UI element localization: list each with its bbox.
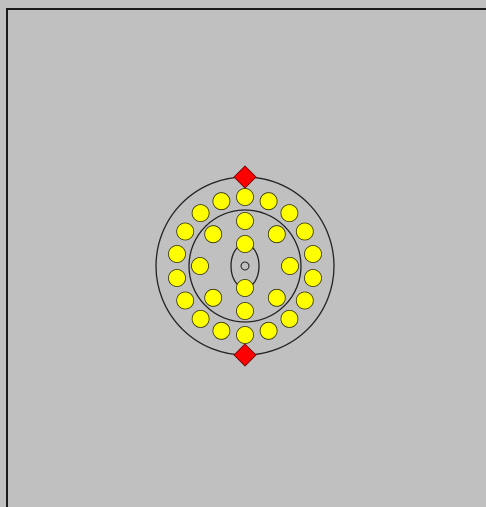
electron-shell-1-2 bbox=[237, 280, 254, 297]
electron-shell-3-11 bbox=[213, 322, 230, 339]
electron-shell-3-16 bbox=[177, 223, 194, 240]
electron-shell-3-17 bbox=[192, 205, 209, 222]
electron-shell-3-4 bbox=[296, 223, 313, 240]
electron-shell-3-5 bbox=[305, 246, 322, 263]
electron-shell-3-18 bbox=[213, 193, 230, 210]
electron-shell-3-9 bbox=[260, 322, 277, 339]
electron-shell-3-6 bbox=[305, 270, 322, 287]
electron-shell-3-8 bbox=[281, 310, 298, 327]
electron-shell-2-1 bbox=[237, 213, 254, 230]
electron-shell-3-12 bbox=[192, 310, 209, 327]
pole-marker-top bbox=[234, 166, 256, 188]
nucleus bbox=[241, 262, 249, 270]
electron-shell-3-1 bbox=[237, 189, 254, 206]
electron-group bbox=[169, 189, 322, 344]
electron-shell-2-6 bbox=[205, 289, 222, 306]
electron-shell-2-3 bbox=[282, 258, 299, 275]
electron-shell-2-4 bbox=[268, 289, 285, 306]
electron-shell-2-7 bbox=[192, 258, 209, 275]
electron-shell-2-5 bbox=[237, 303, 254, 320]
pole-marker-bottom bbox=[234, 344, 256, 366]
electron-shell-2-8 bbox=[205, 226, 222, 243]
electron-shell-3-14 bbox=[169, 270, 186, 287]
electron-shell-3-3 bbox=[281, 205, 298, 222]
electron-shell-3-7 bbox=[296, 292, 313, 309]
electron-shell-1-1 bbox=[237, 236, 254, 253]
electron-shell-3-2 bbox=[260, 193, 277, 210]
electron-shell-2-2 bbox=[268, 226, 285, 243]
electron-shell-3-15 bbox=[169, 246, 186, 263]
electron-shell-3-13 bbox=[177, 292, 194, 309]
electron-shell-3-10 bbox=[237, 327, 254, 344]
